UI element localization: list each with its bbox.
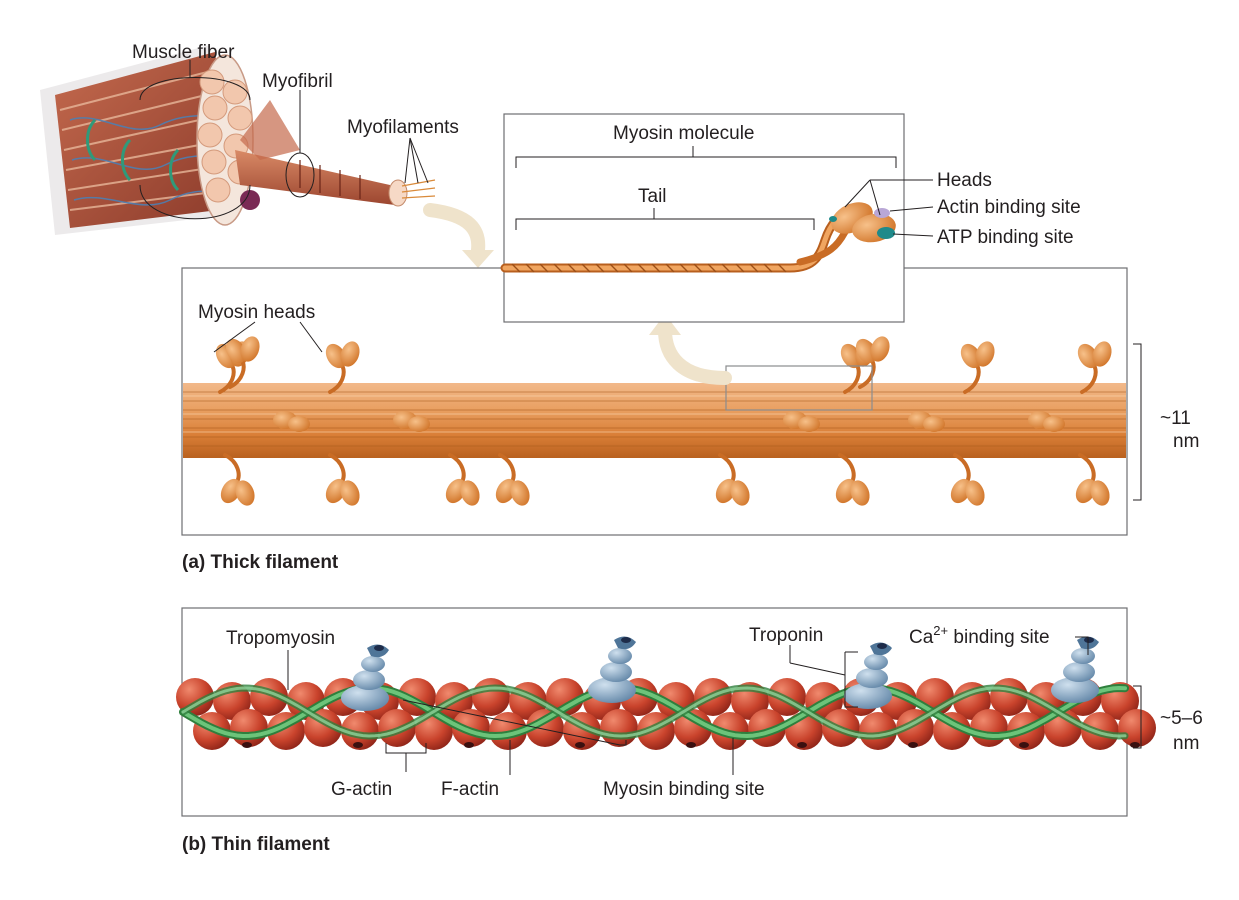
- actin-binding-site-marker: [874, 208, 890, 218]
- muscle-fiber-illustration: [40, 45, 494, 268]
- thin-filament-caption: (b) Thin filament: [182, 834, 330, 855]
- myosin-head-side: [393, 411, 430, 432]
- thin-width-value: ~5–6: [1160, 708, 1203, 729]
- thin-width-unit: nm: [1173, 733, 1199, 754]
- myosin-head-pair: [445, 453, 480, 506]
- tropomyosin-label: Tropomyosin: [226, 628, 335, 649]
- myosin-head-pair: [1077, 341, 1112, 394]
- zoom-region-box: [725, 365, 873, 411]
- myosin-binding-site-callout: Myosin binding site: [402, 699, 765, 800]
- muscle-fiber-label: Muscle fiber: [132, 42, 235, 63]
- thick-filament-caption: (a) Thick filament: [182, 552, 339, 573]
- myosin-head-pair: [495, 453, 530, 506]
- f-actin-label: F-actin: [441, 779, 499, 800]
- myosin-molecule-label: Myosin molecule: [613, 123, 755, 144]
- myosin-head-side: [273, 411, 310, 432]
- myosin-heads-callout: Myosin heads: [198, 302, 323, 353]
- myosin-heads-label: Myosin heads: [198, 302, 315, 323]
- myosin-head-pair: [325, 341, 360, 394]
- myosin-molecule-bracket: Myosin molecule: [515, 123, 897, 168]
- myosin-heads-group: [215, 336, 1112, 506]
- troponin-complex: [844, 642, 892, 709]
- thick-width-value: ~11: [1160, 408, 1191, 429]
- myosin-head-side: [908, 411, 945, 432]
- myosin-head-side: [1028, 411, 1065, 432]
- heads-callout: Heads: [844, 170, 992, 216]
- thick-filament-bundle: [183, 383, 1126, 458]
- troponin-callout: Troponin: [749, 625, 858, 708]
- myosin-head-pair: [225, 336, 260, 389]
- thin-width-bracket: ~5–6 nm: [1133, 685, 1203, 754]
- ca-binding-site-label: Ca2+ binding site: [909, 623, 1050, 648]
- ca-binding-site-callout: Ca2+ binding site: [909, 623, 1089, 655]
- myosin-binding-site-label: Myosin binding site: [603, 779, 765, 800]
- myosin-head-pair: [220, 453, 255, 506]
- myosin-molecule: [500, 202, 896, 273]
- myosin-head-pair: [960, 341, 995, 394]
- muscle-fiber-callout: Muscle fiber: [132, 42, 251, 220]
- myofilaments-label: Myofilaments: [347, 117, 459, 138]
- myosin-head-pair: [855, 336, 890, 389]
- myosin-head-pair: [835, 453, 870, 506]
- myosin-head-pair: [715, 453, 750, 506]
- g-actin-callout: G-actin: [331, 743, 427, 800]
- actin-binding-site-callout: Actin binding site: [889, 197, 1081, 218]
- troponin-complex: [1051, 636, 1099, 703]
- tail-bracket: Tail: [515, 186, 815, 230]
- myosin-head-pair: [325, 453, 360, 506]
- atp-binding-site-marker: [877, 227, 895, 239]
- zoom-arrowhead: [649, 314, 681, 335]
- myofibril-callout: Myofibril: [262, 71, 333, 198]
- myosin-head-pair: [1075, 453, 1110, 506]
- atp-binding-site-label: ATP binding site: [937, 227, 1074, 248]
- troponin-complexes: [341, 636, 1099, 711]
- tail-label: Tail: [638, 186, 667, 207]
- atp-binding-site-callout: ATP binding site: [892, 227, 1074, 248]
- heads-label: Heads: [937, 170, 992, 191]
- troponin-complex: [588, 636, 636, 703]
- f-actin-callout: F-actin: [441, 740, 511, 800]
- tropomyosin-strand: [179, 683, 1129, 741]
- myosin-head-side: [783, 411, 820, 432]
- troponin-complex: [341, 644, 389, 711]
- myosin-head-pair: [950, 453, 985, 506]
- tropomyosin-callout: Tropomyosin: [226, 628, 335, 690]
- actin-binding-site-label: Actin binding site: [937, 197, 1081, 218]
- g-actin-label: G-actin: [331, 779, 392, 800]
- troponin-label: Troponin: [749, 625, 823, 646]
- myofibril-label: Myofibril: [262, 71, 333, 92]
- myofilaments-callout: Myofilaments: [347, 117, 459, 184]
- thick-width-bracket: ~11 nm: [1133, 343, 1199, 501]
- thick-width-unit: nm: [1173, 431, 1199, 452]
- zoom-arrow: [658, 323, 732, 385]
